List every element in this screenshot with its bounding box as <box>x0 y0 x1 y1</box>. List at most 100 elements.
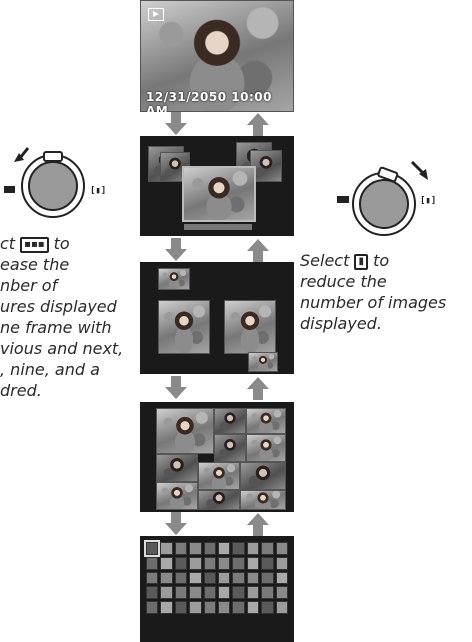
thumbnail <box>275 571 288 585</box>
thumbnail <box>275 601 288 614</box>
down-arrow-icon <box>165 238 187 261</box>
bottom-bar <box>184 224 252 230</box>
thumbnail <box>174 542 188 555</box>
thumbnail <box>217 571 231 585</box>
thumbnail <box>189 542 202 555</box>
thumbnail <box>246 571 260 585</box>
thumbnail <box>160 586 173 600</box>
screen-two-frames <box>140 262 294 374</box>
thumbnail <box>160 571 173 585</box>
thumbnail-grid <box>143 540 288 614</box>
thumbnail <box>160 542 173 555</box>
thumbnail <box>261 571 274 585</box>
photo-portrait <box>140 0 294 112</box>
up-arrow-icon <box>247 113 269 136</box>
photo-current <box>182 166 256 222</box>
caption-line: vious and next, <box>0 339 124 358</box>
right-caption: Select ▮ to reduce the number of images … <box>300 250 446 334</box>
screen-prev-next <box>140 136 294 236</box>
up-arrow-icon <box>247 377 269 400</box>
thumbnail <box>203 542 216 555</box>
photo-grid-11 <box>240 490 286 510</box>
playback-icon <box>148 8 164 21</box>
thumbnail <box>246 542 260 555</box>
screen-single-frame: 12/31/2050 10:00 AM <box>140 0 294 112</box>
thumbnail <box>143 540 161 557</box>
caption-line: ures displayed <box>0 297 117 316</box>
thumbnail <box>174 586 188 600</box>
thumbnail <box>232 571 245 585</box>
thumbnail <box>232 586 245 600</box>
thumbnail <box>203 601 216 614</box>
thumbnail <box>189 586 202 600</box>
thumbnail <box>261 586 274 600</box>
thumbnail <box>189 601 202 614</box>
timestamp: 12/31/2050 10:00 AM <box>146 90 272 112</box>
thumbnail <box>232 556 245 570</box>
thumbnail <box>146 556 159 570</box>
photo-grid-7 <box>198 462 240 490</box>
thumbnail <box>203 556 216 570</box>
caption-line: number of images <box>300 293 447 312</box>
left-caption: ct ▪▪▪ to ease the nber of ures displaye… <box>0 233 123 401</box>
thumbnail <box>232 542 245 555</box>
photo-grid-9 <box>156 482 198 510</box>
screen-hundred-frames <box>140 536 294 642</box>
caption-line: , nine, and a <box>0 360 100 379</box>
caption-line: ease the <box>0 255 70 274</box>
down-arrow-icon <box>165 112 187 135</box>
up-arrow-icon <box>247 239 269 262</box>
thumbnail <box>246 556 260 570</box>
thumbnail <box>217 542 231 555</box>
caption-line: ne frame with <box>0 318 112 337</box>
thumbnail <box>261 542 274 555</box>
photo-left <box>158 300 210 354</box>
thumbnail <box>174 556 188 570</box>
zoom-out-button-glyph: ▪▪▪ <box>20 236 49 253</box>
photo-right <box>224 300 276 354</box>
up-arrow-icon <box>247 513 269 536</box>
photo-grid-3 <box>246 408 286 434</box>
caption-line: reduce the <box>300 272 387 291</box>
thumbnail <box>146 586 159 600</box>
thumbnail <box>246 601 260 614</box>
thumbnail <box>146 601 159 614</box>
screen-nine-frames <box>140 402 294 512</box>
thumbnail <box>160 556 173 570</box>
thumbnail <box>189 556 202 570</box>
thumbnail <box>261 601 274 614</box>
thumbnail <box>174 601 188 614</box>
thumbnail <box>146 571 159 585</box>
thumbnail <box>275 542 288 555</box>
thumbnail <box>275 556 288 570</box>
svg-text:[▮]: [▮] <box>420 196 436 206</box>
thumbnail <box>203 586 216 600</box>
thumbnail <box>189 571 202 585</box>
caption-line: nber of <box>0 276 58 295</box>
photo-grid-4 <box>214 434 246 462</box>
command-dial-icon: [▮] <box>337 160 436 236</box>
photo-small-top <box>158 268 190 290</box>
photo-grid-1 <box>156 408 214 454</box>
caption-line: to <box>373 251 390 270</box>
photo-small-bottom <box>248 352 278 372</box>
thumbnail <box>217 586 231 600</box>
command-dial-icon: [▮] <box>4 147 106 218</box>
caption-line: Select <box>300 251 350 270</box>
down-arrow-icon <box>165 512 187 535</box>
thumbnail <box>217 601 231 614</box>
photo-grid-8 <box>240 462 286 490</box>
thumbnail <box>275 586 288 600</box>
thumbnail <box>160 601 173 614</box>
photo-grid-6 <box>156 454 198 482</box>
zoom-in-button-glyph: ▮ <box>354 253 368 270</box>
down-arrow-icon <box>165 376 187 399</box>
photo-grid-2 <box>214 408 246 434</box>
svg-text:[▮]: [▮] <box>90 186 106 196</box>
photo-grid-10 <box>198 490 240 510</box>
thumbnail <box>203 571 216 585</box>
caption-line: displayed. <box>300 314 382 333</box>
photo-grid-5 <box>246 434 286 462</box>
thumbnail <box>246 586 260 600</box>
caption-line: dred. <box>0 381 42 400</box>
